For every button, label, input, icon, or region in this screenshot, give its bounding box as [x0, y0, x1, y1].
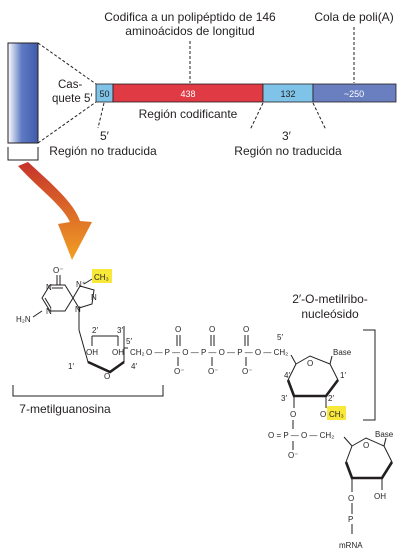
oh-b: OH [112, 348, 124, 357]
utr5-prime-label: 5′ [100, 129, 110, 143]
methylribo-bracket [363, 329, 376, 421]
methylguanosine-bracket [12, 385, 164, 397]
triphosphate-chain: O — P — O — P — O — P — O — CH₂ [146, 348, 288, 357]
prime-1: 1′ [68, 362, 74, 371]
n-atom-3: N [46, 307, 52, 316]
utr3-leader-left [249, 102, 264, 131]
ribose-3-o3: O [348, 494, 354, 503]
ch3-highlight-n7 [92, 269, 112, 283]
utr3-leader-right [312, 102, 327, 131]
segment-5utr-length: 50 [99, 89, 109, 99]
o-minus-top: O⁻ [53, 266, 63, 275]
ribose-2-ring [287, 355, 339, 381]
guanine-ring-double-bond-2 [44, 297, 52, 309]
ribose-2-base: Base [333, 348, 352, 357]
prime-3: 3′ [117, 326, 123, 335]
coding-note-line-1: Codifica a un polipéptido de 146 [104, 10, 276, 24]
ring-oxygen-a: O [104, 372, 110, 381]
n-plus: N⁺ [76, 280, 86, 289]
ribose-2-ch2-up [290, 354, 297, 365]
cap-zoom-line-bottom [37, 101, 97, 144]
o-double-3: O [243, 325, 249, 334]
ribose-2-prime-3: 3′ [281, 394, 287, 403]
polya-tail-label: Cola de poli(A) [314, 10, 393, 24]
cap-zoom-block [7, 42, 39, 144]
utr5-name: Región no traducida [49, 144, 157, 158]
ribose-3-front-edge [344, 461, 394, 480]
prime-2: 2′ [92, 326, 98, 335]
amine-bond [32, 310, 43, 318]
ribose-2-ring-o: O [307, 359, 313, 368]
segment-polya [312, 83, 397, 103]
ribose-3-p: P [348, 515, 353, 524]
n-atom-7: N [91, 293, 97, 302]
cap-zoom-line-top [37, 42, 97, 85]
ribose-2-prime-2: 2′ [328, 394, 334, 403]
coding-note-line-2: aminoácidos de longitud [125, 24, 254, 38]
segment-polya-length: ~250 [344, 89, 364, 99]
utr5-leader [97, 102, 105, 129]
methylribo-label-1: 2′-O-metilribo- [292, 292, 368, 306]
ribose-2-base-bond [329, 355, 333, 365]
ch2-a: CH₂ [130, 348, 145, 357]
p2-double-bond [210, 335, 215, 346]
cap-label-1: Cas- [58, 79, 82, 91]
utr3-name: Región no traducida [234, 144, 342, 158]
h2n-group: H₂N [16, 315, 31, 324]
o-double-1: O [175, 325, 181, 334]
oh-a: OH [86, 348, 98, 357]
ribose-3-ring-o: O [363, 441, 369, 450]
o-minus-1: O⁻ [174, 367, 184, 376]
coding-region-label: Región codificante [139, 107, 238, 121]
guanine-imidazole-ring [72, 285, 95, 309]
ch3-n7: CH₃ [94, 273, 109, 282]
curved-arrow [18, 162, 92, 260]
segment-3utr-length: 132 [280, 89, 295, 99]
guanine-pyrimidine-ring [41, 284, 74, 312]
o-minus-2: O⁻ [208, 367, 218, 376]
ribose-2-prime-5: 5′ [277, 333, 283, 342]
ribose-3-base: Base [375, 430, 394, 439]
ribose-1-front-edge [87, 360, 125, 374]
cap-label-2: quete 5′ [52, 93, 93, 105]
n7-methyl-bond [83, 278, 93, 285]
prime-5: 5′ [126, 337, 132, 346]
ribose-2-ch3: CH₃ [329, 410, 344, 419]
ch3-highlight-2o [327, 406, 346, 420]
p1-double-bond [176, 335, 181, 346]
n-atom-1: N [46, 283, 52, 292]
prime-4: 4′ [131, 362, 137, 371]
o-minus-3: O⁻ [242, 367, 252, 376]
mrna-label: mRNA [339, 541, 363, 550]
ribose-3-ring [345, 437, 393, 463]
methylribo-label-2: nucleósido [301, 307, 359, 321]
ribose-3-base-bond [383, 437, 387, 447]
ribose-2-o3: O [290, 410, 296, 419]
methylguanosine-label: 7-metilguanosina [19, 402, 111, 416]
ribose-3-ch2-link [343, 436, 353, 447]
ribose-2-front-edge [286, 379, 340, 398]
ribose-2-prime-4: 4′ [284, 371, 290, 380]
phos2-o-minus: O⁻ [288, 451, 298, 460]
ribose-2-o2: O [320, 410, 326, 419]
cap-bracket [7, 147, 39, 161]
ribose-2-prime-1: 1′ [340, 371, 346, 380]
phos2-chain: O = P — O — CH₂ [268, 431, 334, 440]
utr3-prime-label: 3′ [282, 129, 292, 143]
ribose-3-oh: OH [374, 492, 386, 501]
n-atom-9: N [75, 305, 81, 314]
p3-double-bond [244, 335, 249, 346]
o-double-2: O [209, 325, 215, 334]
segment-coding-length: 438 [180, 89, 195, 99]
